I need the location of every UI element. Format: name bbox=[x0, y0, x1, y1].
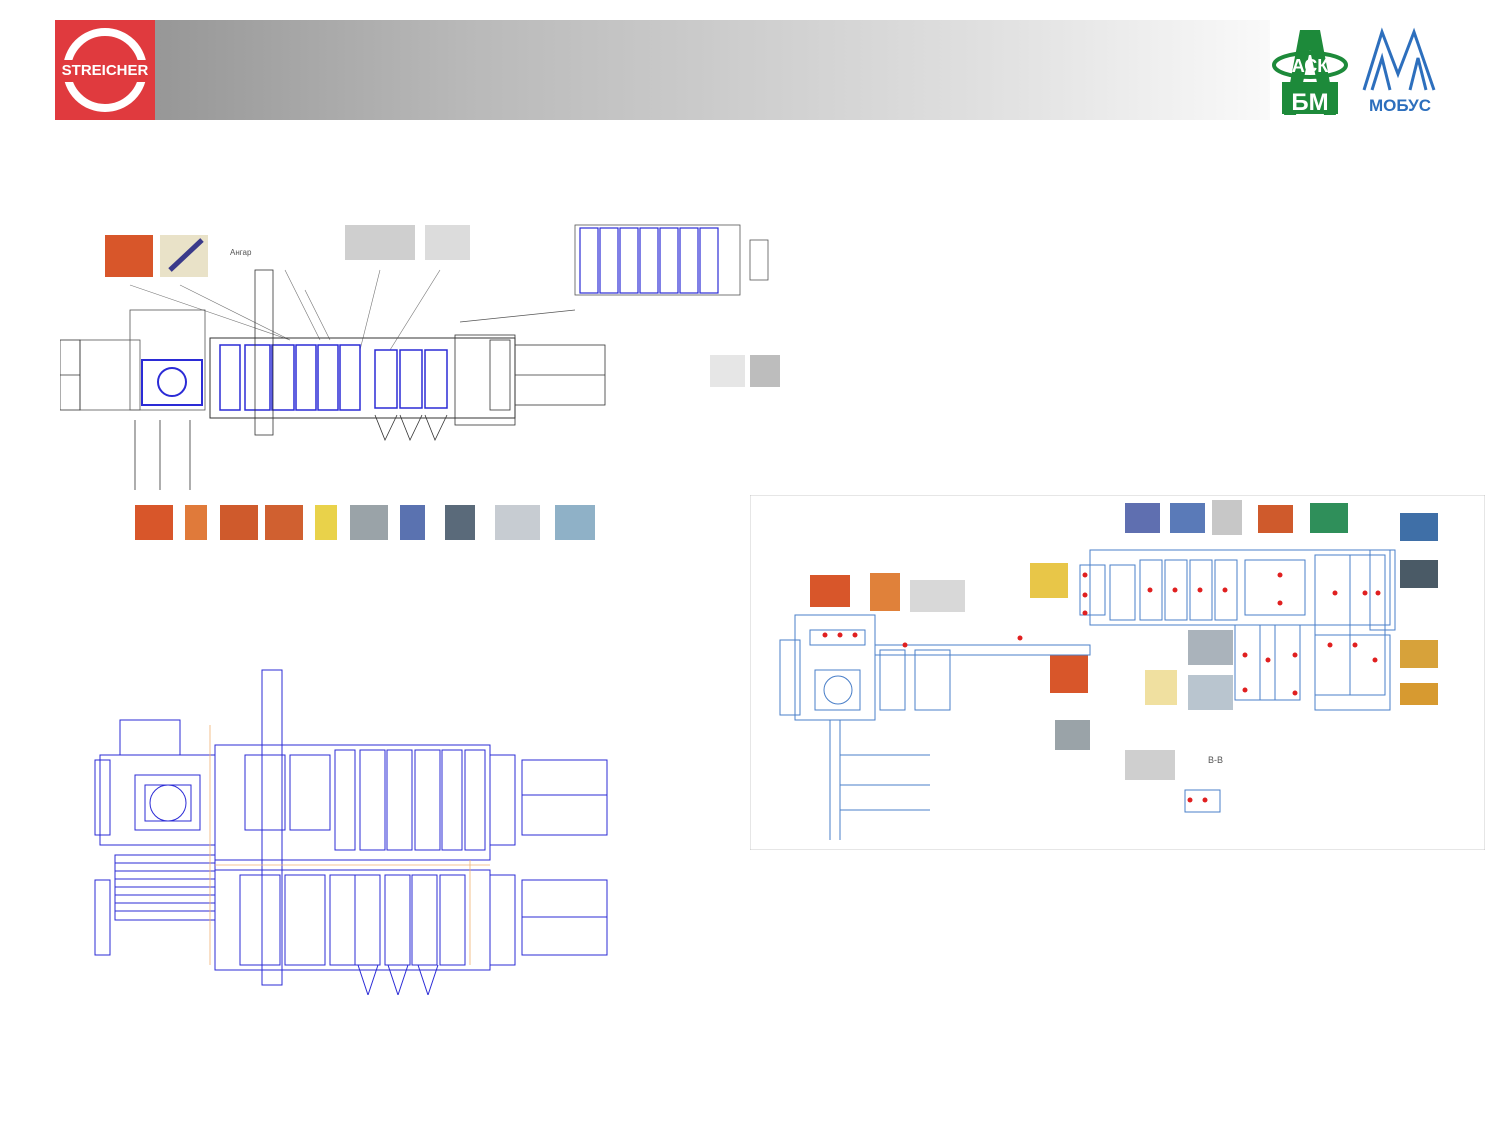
streicher-logo: STREICHER bbox=[55, 20, 155, 120]
bottom-left-plan-drawing bbox=[90, 665, 615, 997]
mobus-logo-text: МОБУС bbox=[1368, 96, 1432, 115]
streicher-logo-text: STREICHER bbox=[61, 62, 149, 79]
equipment-photo bbox=[345, 225, 415, 260]
equipment-photo bbox=[105, 235, 153, 277]
svg-text:АСК: АСК bbox=[1292, 56, 1330, 76]
hangar-label: Ангар bbox=[230, 248, 252, 257]
svg-text:БМ: БМ bbox=[1291, 89, 1328, 116]
right-layout-drawing: В-В bbox=[749, 494, 1486, 851]
mobus-logo-mark bbox=[1362, 27, 1436, 91]
partner-logos: АСК БМ МОБУС bbox=[1270, 20, 1442, 120]
right-layout-svg: В-В bbox=[749, 494, 1486, 851]
section-label: В-В bbox=[1208, 755, 1223, 765]
top-left-layout-drawing: Ангар bbox=[59, 210, 805, 560]
equipment-photo bbox=[425, 225, 470, 260]
header-gradient-bar bbox=[55, 20, 1440, 120]
ask-bm-logo: АСК БМ bbox=[1272, 30, 1348, 116]
bottom-left-plan-svg bbox=[94, 669, 608, 997]
top-left-layout-svg: Ангар bbox=[59, 224, 780, 540]
streicher-logo-band bbox=[57, 60, 153, 82]
